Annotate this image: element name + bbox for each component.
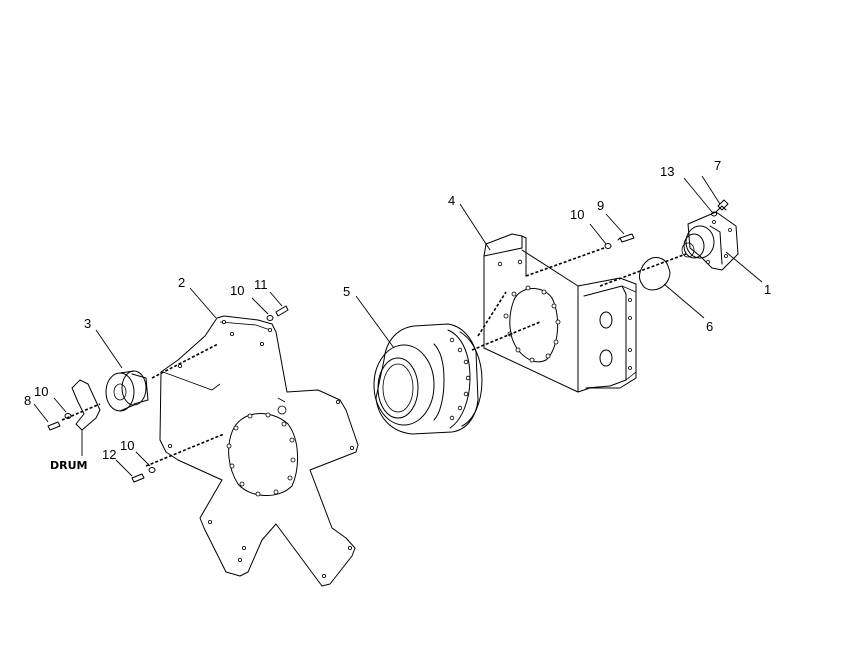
callout-13: 13	[660, 164, 674, 179]
callout-9: 9	[597, 198, 604, 213]
hub-spacer	[105, 370, 149, 412]
bolt-7	[717, 199, 729, 211]
callout-6: 6	[706, 319, 713, 334]
hydraulic-motor	[681, 205, 739, 271]
bolt-11	[275, 305, 289, 317]
bolt-8	[47, 421, 61, 431]
mounting-plate	[159, 315, 359, 587]
callout-4: 4	[448, 193, 455, 208]
washer-10-lower	[148, 467, 156, 473]
callout-11: 11	[254, 277, 268, 292]
callout-10-lower: 10	[120, 438, 134, 453]
bolt-9	[617, 233, 635, 243]
assembly-axes	[61, 247, 687, 467]
washer-10-bracket	[604, 243, 612, 249]
bolt-12	[131, 473, 145, 483]
callout-1: 1	[764, 282, 771, 297]
gearbox	[373, 323, 483, 435]
o-ring-seal	[639, 257, 671, 291]
callout-10-drum: 10	[34, 384, 48, 399]
callout-5: 5	[343, 284, 350, 299]
callout-7: 7	[714, 158, 721, 173]
callout-3: 3	[84, 316, 91, 331]
drum-segment	[71, 379, 101, 456]
washer-13	[711, 211, 717, 217]
callout-2: 2	[178, 275, 185, 290]
bracket	[483, 233, 637, 393]
leader-lines	[33, 175, 763, 477]
callout-10-plate: 10	[230, 283, 244, 298]
washer-10-plate	[266, 315, 274, 321]
drum-label: DRUM	[50, 459, 87, 472]
callout-10-bracket: 10	[570, 207, 584, 222]
hardware	[47, 199, 729, 483]
washer-10-drum	[64, 413, 72, 419]
callouts: 1 2 3 4 5 6 7 8 9 10 10 10 10 11 12 13 D…	[24, 158, 771, 472]
callout-8: 8	[24, 393, 31, 408]
callout-12: 12	[102, 447, 116, 462]
